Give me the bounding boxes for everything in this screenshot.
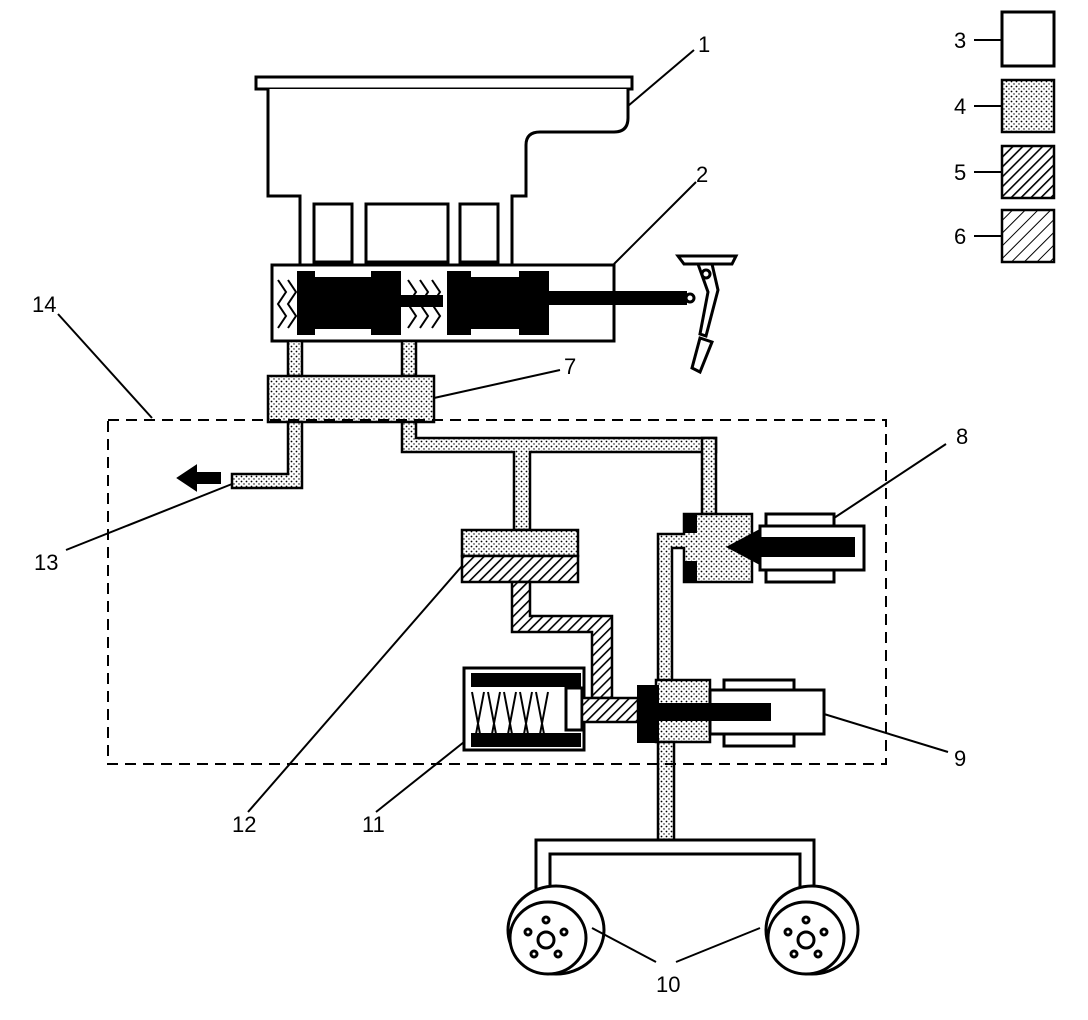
leader-lines [57,49,949,963]
callout-3: 3 [954,28,966,53]
brake-pedal [675,254,739,375]
fluid-reservoir [254,75,634,267]
callout-5: 5 [954,160,966,185]
wheel-left [506,884,606,976]
flow-arrow-icon [176,464,221,492]
legend-swatch-dotted [1000,78,1056,134]
valve-9 [637,678,826,748]
callout-7: 7 [564,354,576,379]
callout-11: 11 [362,812,385,837]
wheel-right [764,884,860,976]
master-cylinder [270,263,687,343]
spring-housing [462,666,640,752]
legend-swatch-clear [1000,10,1056,68]
valve-assembly-boundary [107,419,887,765]
callout-4: 4 [954,94,966,119]
callout-13: 13 [34,550,58,575]
combination-valve [266,339,436,424]
callout-labels: 1 2 3 4 5 6 7 8 9 10 11 12 13 14 [32,28,968,997]
callout-14: 14 [32,292,56,317]
callout-6: 6 [954,224,966,249]
valve-8 [683,512,866,584]
rear-wheels [506,838,860,976]
callout-1: 1 [698,32,710,57]
callout-9: 9 [954,746,966,771]
legend-swatch-dense-hatch [1000,144,1056,200]
callout-10: 10 [656,972,680,997]
callout-8: 8 [956,424,968,449]
callout-2: 2 [696,162,708,187]
callout-12: 12 [232,812,256,837]
legend-swatch-light-hatch [1000,208,1056,264]
legend [974,10,1056,264]
brake-lines [230,420,754,842]
